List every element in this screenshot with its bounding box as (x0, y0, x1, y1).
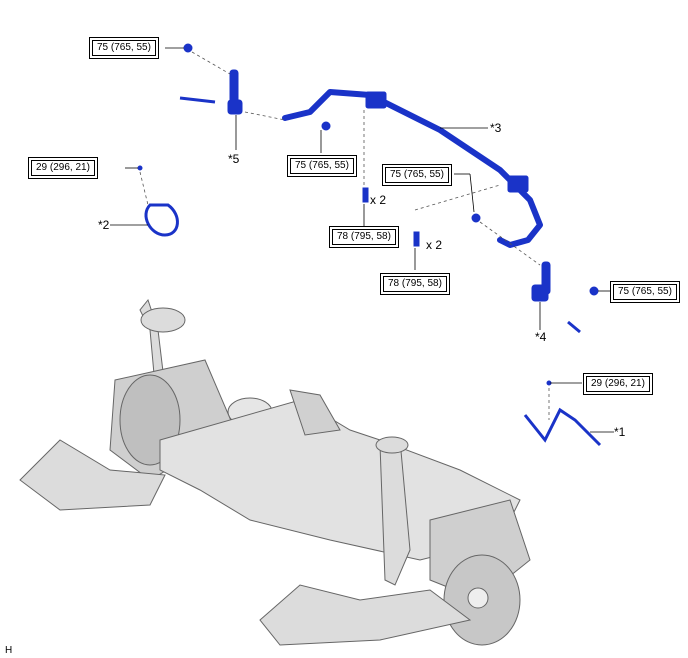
right-hub (467, 587, 489, 609)
torque-spec-box: 29 (296, 21) (28, 157, 98, 179)
link-bolt-left (179, 96, 216, 104)
torque-spec-value: 75 (765, 55) (92, 40, 156, 56)
left-strut-top (140, 307, 186, 333)
callout-label: *2 (98, 218, 110, 232)
torque-spec-box: 75 (765, 55) (89, 37, 159, 59)
callout-label: *5 (228, 152, 240, 166)
torque-spec-value: 75 (765, 55) (613, 284, 677, 300)
nut-link-right (589, 286, 599, 296)
torque-spec-box: 78 (795, 58) (380, 273, 450, 295)
torque-spec-value: 78 (795, 58) (383, 276, 447, 292)
stabilizer-link-right-joint (531, 284, 549, 302)
figure-code: H (5, 645, 13, 656)
crossmember-bracket (289, 389, 341, 436)
leader-lines (110, 47, 614, 433)
right-lower-arm (259, 584, 472, 646)
nut-top-left (183, 43, 193, 53)
torque-spec-box: 75 (765, 55) (610, 281, 680, 303)
torque-spec-value: 29 (296, 21) (586, 376, 650, 392)
quantity-label: x 2 (426, 238, 443, 252)
torque-spec-value: 78 (795, 58) (332, 229, 396, 245)
stabilizer-link-left-joint (227, 99, 243, 115)
harness-bracket-2 (144, 203, 179, 237)
nut-bar-right (471, 213, 481, 223)
link-bolt-right (567, 320, 581, 334)
harness-bracket-1 (523, 407, 602, 447)
stabilizer-bushing-right (507, 175, 529, 193)
nut-bar-left (321, 121, 331, 131)
torque-spec-value: 75 (765, 55) (385, 167, 449, 183)
right-strut-top (375, 436, 409, 454)
callout-label: *4 (535, 330, 547, 344)
bushing-bolt-2 (413, 231, 420, 247)
quantity-label: x 2 (370, 193, 387, 207)
torque-spec-box: 75 (765, 55) (382, 164, 452, 186)
torque-spec-box: 75 (765, 55) (287, 155, 357, 177)
torque-spec-box: 78 (795, 58) (329, 226, 399, 248)
torque-spec-value: 29 (296, 21) (31, 160, 95, 176)
stabilizer-bushing-left (365, 91, 387, 109)
stabilizer-bar (282, 89, 543, 248)
callout-label: *3 (490, 121, 502, 135)
bracket-bolt-2 (137, 165, 143, 171)
torque-spec-box: 29 (296, 21) (583, 373, 653, 395)
bushing-bolt-1 (362, 187, 369, 203)
torque-spec-value: 75 (765, 55) (290, 158, 354, 174)
callout-label: *1 (614, 425, 626, 439)
rear-suspension-assembly (19, 298, 531, 646)
left-lower-arm (19, 439, 166, 511)
dashed-guides (139, 51, 550, 420)
stabilizer-parts (137, 43, 602, 447)
